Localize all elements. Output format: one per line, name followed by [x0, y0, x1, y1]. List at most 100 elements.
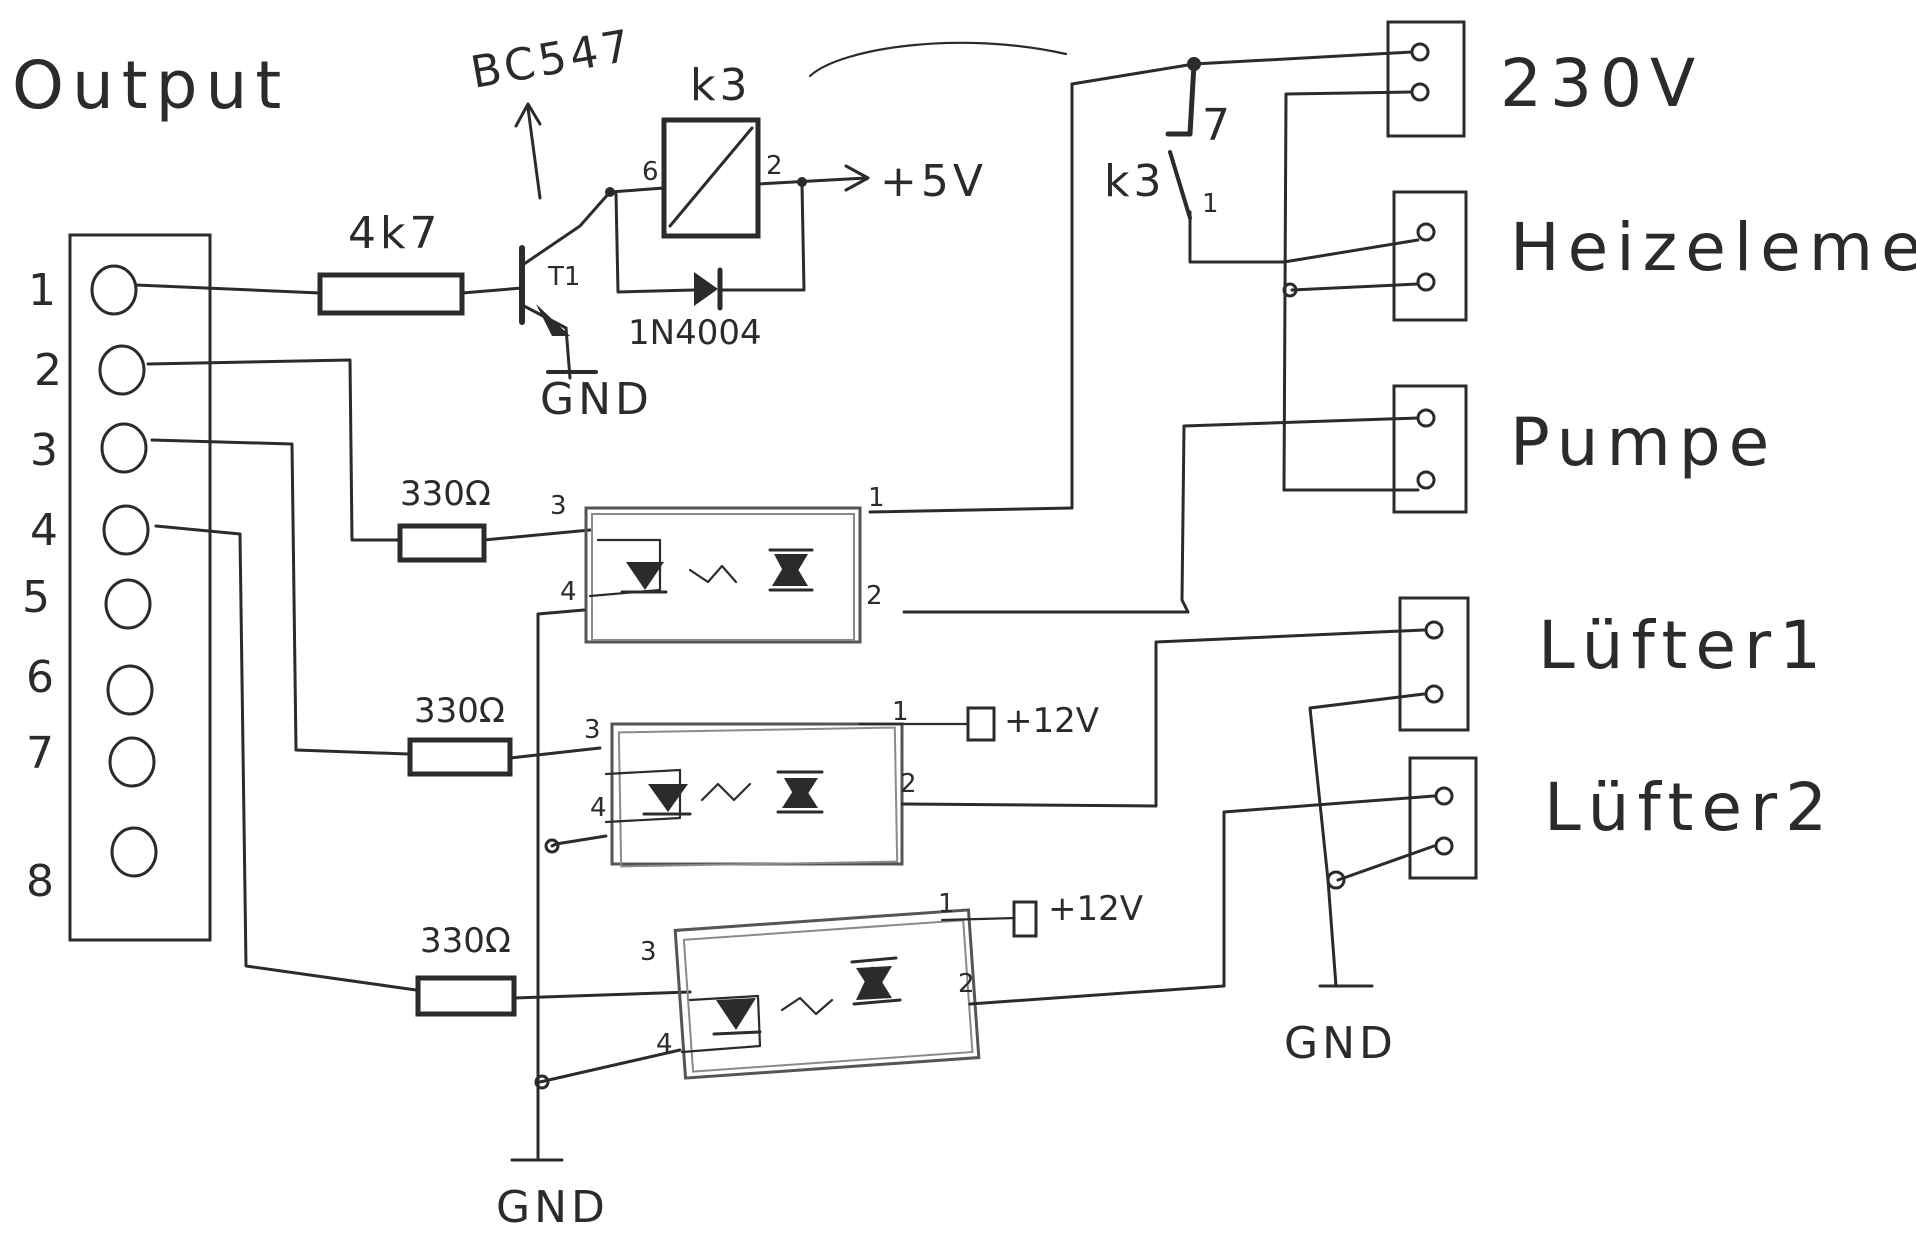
junction-gnd-opto2	[544, 838, 560, 854]
gnd-right-label: GND	[1284, 1018, 1397, 1069]
wire-ground-rail	[536, 608, 586, 1162]
opto2-pin-4: 4	[590, 793, 607, 823]
pin-number-1: 1	[28, 265, 60, 316]
transistor-t1	[519, 190, 612, 380]
wire-pump-opto1	[902, 416, 1420, 614]
relay-pin-2: 2	[766, 151, 783, 181]
relay-switch-label: k3	[1104, 156, 1165, 207]
resistor-opto1-label: 330Ω	[400, 474, 491, 514]
supply-5v-label: +5V	[880, 156, 987, 207]
relay-switch-pin-1: 1	[1202, 189, 1219, 219]
wire-opto2-ground	[550, 834, 608, 848]
wire-resistor-base	[460, 286, 524, 295]
transistor-label-arrow	[526, 106, 542, 200]
gnd-bottom-label: GND	[496, 1182, 609, 1233]
terminal-luefter1	[1398, 596, 1470, 732]
wire-pin3-opto2	[150, 438, 410, 756]
luefter2-label: Lüfter2	[1544, 769, 1835, 846]
pin-number-4: 4	[30, 505, 62, 556]
terminal-pumpe	[1392, 384, 1468, 514]
wire-resistor-opto3	[512, 990, 692, 1000]
opto1-pin-3: 3	[550, 491, 567, 521]
resistor-opto3-label: 330Ω	[420, 921, 511, 961]
terminal-luefter2-hole-1	[1434, 786, 1454, 806]
resistor-opto2-label: 330Ω	[414, 691, 505, 731]
wire-mains-neutral	[1282, 90, 1414, 492]
terminal-heizelement	[1392, 190, 1468, 322]
output-label: Output	[12, 47, 289, 124]
wire-live-opto1	[868, 82, 1074, 514]
junction-gnd-opto3	[534, 1074, 550, 1090]
relay-switch-k3	[1165, 61, 1286, 264]
optocoupler-3	[673, 900, 1038, 1080]
optocoupler-2	[604, 706, 996, 868]
supply-arrowhead	[844, 164, 870, 192]
junction-relay-supply	[797, 177, 807, 187]
relay-k3-label: k3	[690, 60, 751, 111]
opto2-pin-1: 1	[892, 697, 909, 727]
wire-switch-heater	[1282, 238, 1420, 264]
wire-opto3-luefter2	[968, 794, 1436, 1006]
luefter1-label: Lüfter1	[1538, 607, 1829, 684]
resistor-opto1	[397, 523, 487, 563]
terminal-luefter1-hole-1	[1424, 620, 1444, 640]
transistor-label-arrowhead	[514, 102, 542, 128]
terminal-luefter2-hole-2	[1434, 836, 1454, 856]
junction-heater-neutral	[1282, 282, 1298, 298]
wire-mains-live	[1070, 50, 1414, 86]
wire-hint-curve	[808, 41, 1068, 78]
opto3-pin-3: 3	[640, 937, 657, 967]
opto3-pin-1: 1	[938, 889, 955, 919]
flyback-diode-1n4004	[614, 182, 806, 311]
wire-opto2-luefter1	[900, 628, 1426, 808]
output-connector	[68, 233, 212, 942]
wire-pin2-opto1	[146, 358, 400, 542]
wire-opto3-ground	[538, 1048, 682, 1084]
resistor-4k7-label: 4k7	[348, 208, 441, 259]
mains-label: 230V	[1500, 45, 1703, 122]
output-pin-holes	[90, 264, 158, 878]
pin-number-5: 5	[22, 572, 54, 623]
opto2-supply-label: +12V	[1004, 701, 1099, 741]
relay-switch-pin-7: 7	[1202, 100, 1234, 151]
terminal-pumpe-hole-2	[1416, 470, 1436, 490]
terminal-heizelement-hole-2	[1416, 272, 1436, 292]
transistor-ref: T1	[547, 262, 580, 292]
wire-relay-supply	[756, 176, 868, 186]
pin-number-8: 8	[26, 856, 58, 907]
pin-number-6: 6	[26, 652, 58, 703]
opto2-pin-2: 2	[900, 769, 917, 799]
terminal-heizelement-hole-1	[1416, 222, 1436, 242]
pumpe-label: Pumpe	[1510, 404, 1777, 481]
wire-pin4-opto3	[154, 524, 418, 992]
terminal-luefter1-hole-2	[1424, 684, 1444, 704]
opto2-pin-3: 3	[584, 715, 601, 745]
resistor-4k7	[317, 272, 465, 316]
heizelement-label: Heizelement	[1510, 209, 1916, 286]
opto1-pin-1: 1	[868, 483, 885, 513]
diode-label: 1N4004	[628, 313, 762, 353]
wire-heater-neutral	[1290, 282, 1420, 292]
opto3-supply-label: +12V	[1048, 889, 1143, 929]
terminal-230v	[1386, 20, 1466, 138]
relay-coil-diagonal	[668, 126, 754, 228]
wire-luefter1-ground	[1308, 692, 1426, 988]
resistor-opto3	[415, 975, 517, 1017]
wire-resistor-opto1	[482, 528, 592, 542]
transistor-gnd-label: GND	[540, 374, 653, 425]
relay-pin-6: 6	[642, 157, 659, 187]
transistor-type-label: BC547	[467, 20, 637, 99]
terminal-luefter2	[1408, 756, 1478, 880]
junction-collector	[605, 187, 615, 197]
pin-number-7: 7	[26, 728, 58, 779]
pin-number-3: 3	[30, 425, 62, 476]
wire-collector-relay	[608, 186, 670, 194]
wire-resistor-opto2	[508, 746, 602, 760]
opto1-pin-4: 4	[560, 577, 577, 607]
wire-luefter2-ground	[1336, 844, 1436, 882]
output-pin-numbers: 1 2 3 4 5 6 7 8	[22, 265, 66, 907]
pin-number-2: 2	[34, 345, 66, 396]
wire-pin1-resistor	[134, 283, 322, 295]
optocoupler-1	[584, 506, 862, 644]
